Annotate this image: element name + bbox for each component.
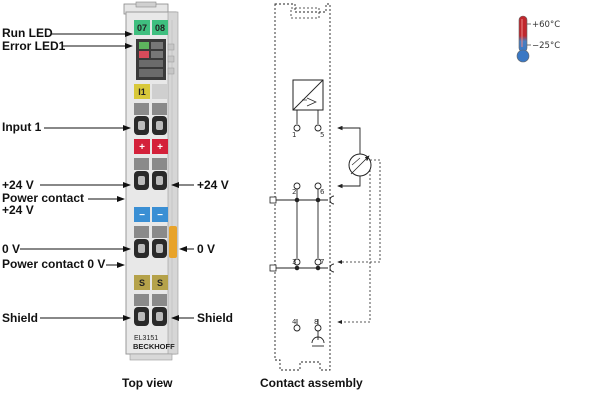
cnum-3: 3 (292, 258, 296, 266)
thermometer-icon: +60°C −25°C (516, 15, 560, 63)
error-led (139, 51, 149, 58)
contact-assembly-caption: Contact assembly (260, 376, 363, 390)
cnum-4: 4 (292, 318, 297, 326)
cnum-1: 1 (292, 131, 296, 139)
temp-max: +60°C (532, 20, 560, 30)
contact-terminal-numbers: 1 5 2 6 3 7 4 8 (292, 131, 325, 326)
cnum-6: 6 (320, 188, 325, 196)
cnum-7: 7 (320, 258, 324, 266)
model-number: EL3151 (134, 335, 158, 342)
plus24-left-label: +24 V (2, 178, 34, 192)
plus24-right-label: +24 V (197, 178, 229, 192)
plus-tag-right (152, 139, 168, 154)
power-contact-zero-label: Power contact 0 V (2, 257, 106, 271)
plus-tag-left (134, 139, 150, 154)
terminal-module: 07 08 I1 (123, 1, 179, 361)
channel-07-text: 07 (137, 23, 147, 33)
input-1-label: Input 1 (2, 120, 42, 134)
contact-terminal-3 (293, 258, 301, 266)
contact-terminal-7 (314, 258, 322, 266)
cnum-2: 2 (292, 188, 296, 196)
minus-tag-right (152, 207, 168, 222)
contact-assembly-schematic (269, 3, 381, 371)
run-led-label: Run LED (2, 26, 53, 40)
run-led (139, 42, 149, 49)
contact-terminal-5 (314, 124, 322, 132)
shield-ground-icon (311, 336, 325, 344)
power-contact-zero-tab (169, 226, 177, 258)
shield-tag-right (152, 275, 168, 290)
contact-terminal-1 (293, 124, 301, 132)
shield-tag-left-text: S (139, 278, 145, 288)
shield-left-label: Shield (2, 311, 39, 325)
power-contact-plus-label: Power contact (2, 191, 85, 205)
minus-tag-left (134, 207, 150, 222)
cnum-5: 5 (320, 131, 324, 139)
zero-v-right-label: 0 V (197, 242, 216, 256)
shield-tag-left (134, 275, 150, 290)
minus-sign-right: − (157, 210, 163, 221)
temp-min: −25°C (532, 41, 560, 51)
brand-name: BECKHOFF (133, 342, 175, 351)
input-1-tag (134, 84, 150, 99)
top-view-caption: Top view (122, 376, 173, 390)
led-channel-07 (134, 20, 150, 35)
input-1-tag-text: I1 (138, 87, 146, 97)
shield-right-label: Shield (197, 311, 234, 325)
plus-sign-left: + (139, 142, 145, 153)
led-channel-08 (152, 20, 168, 35)
error-led-label: Error LED1 (2, 39, 66, 53)
zero-v-left-label: 0 V (2, 242, 21, 256)
shield-tag-right-text: S (157, 278, 163, 288)
terminal-row-2 (134, 158, 167, 190)
channel-08-text: 08 (155, 23, 165, 33)
terminal-row-1 (134, 103, 167, 135)
power-contact-plus-voltage-label: +24 V (2, 203, 34, 217)
plus-sign-right: + (157, 142, 163, 153)
right-arrows (171, 182, 194, 321)
cnum-8: 8 (314, 318, 318, 326)
terminal-row-3 (134, 226, 167, 258)
minus-sign-left: − (139, 210, 145, 221)
left-arrows (20, 31, 133, 321)
terminal-row-4 (134, 294, 167, 326)
